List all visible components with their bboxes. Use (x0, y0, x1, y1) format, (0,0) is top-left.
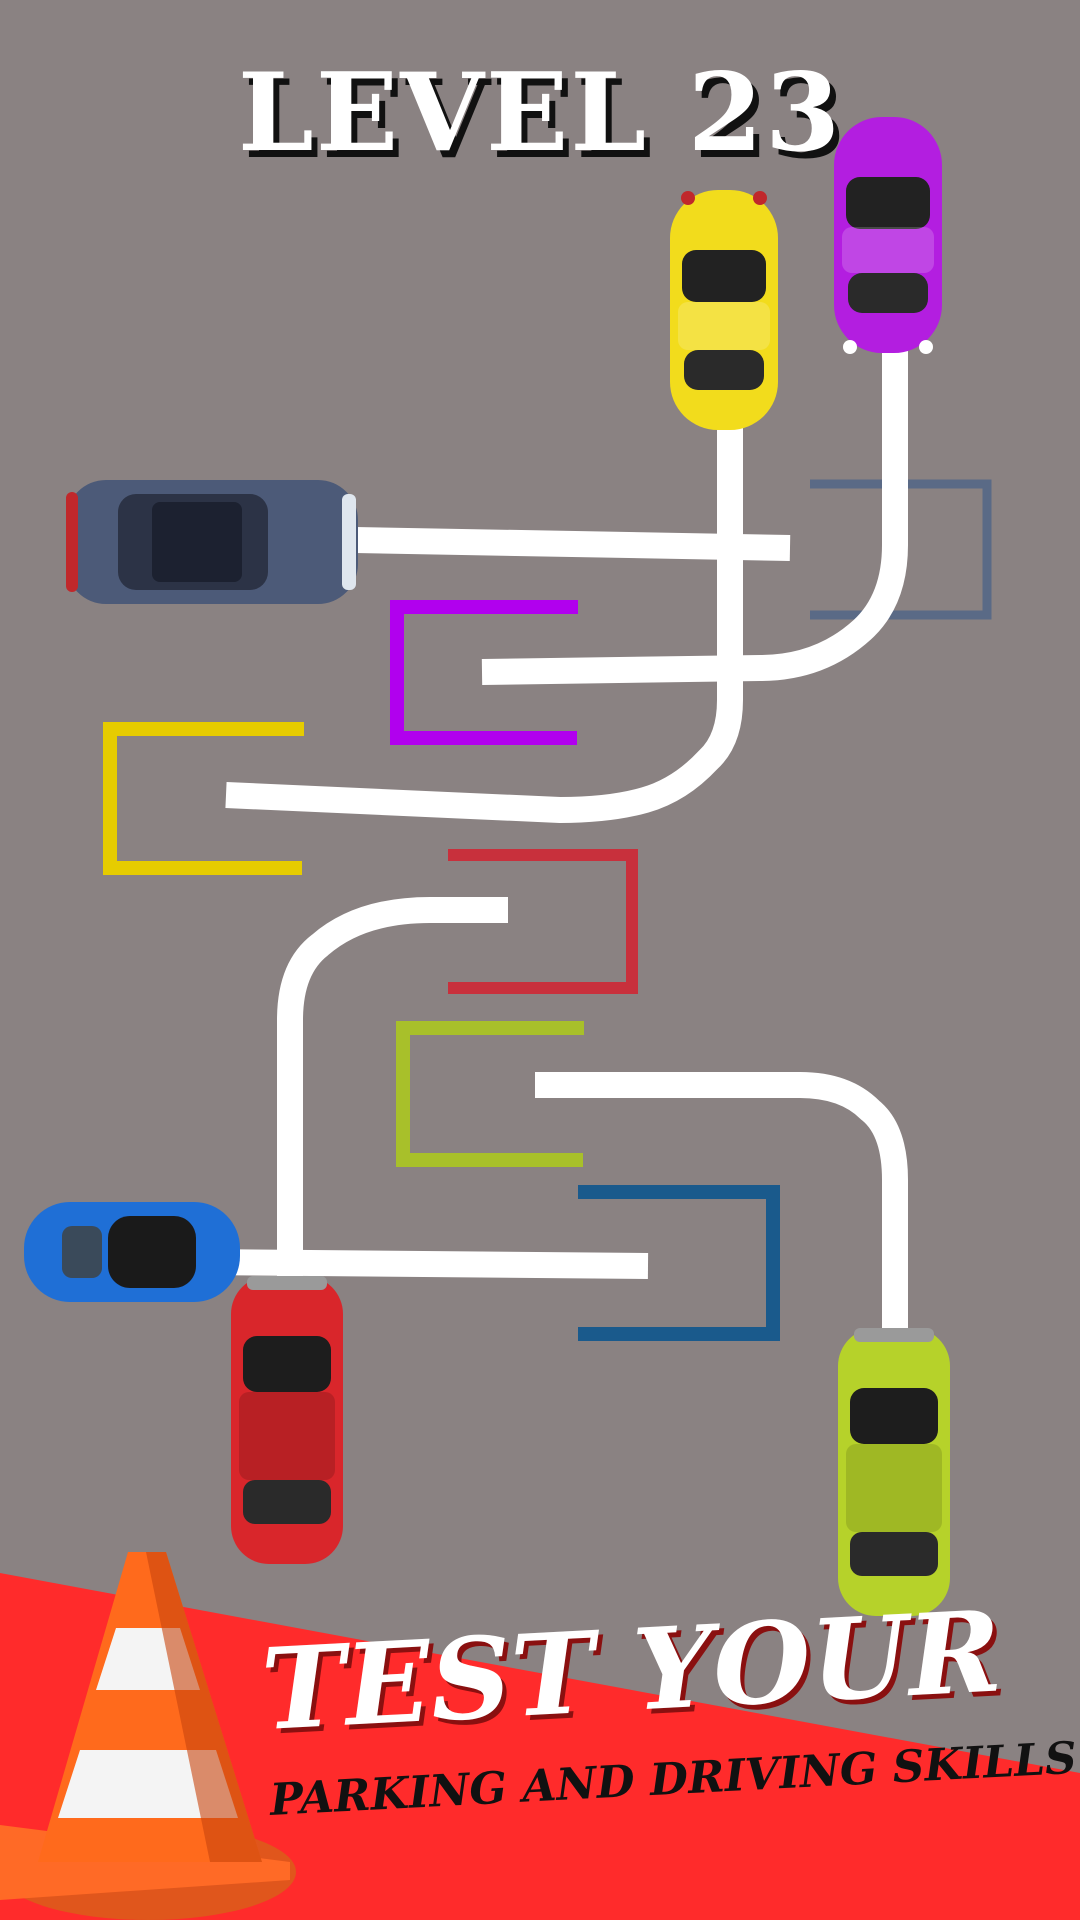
parking-spot-blue[interactable] (578, 1185, 780, 1341)
car-blue[interactable] (24, 1202, 240, 1302)
path-purple (481, 348, 908, 685)
parking-spots (103, 479, 992, 1341)
promo-banner (0, 1573, 1080, 1920)
traffic-cone-icon (0, 1552, 296, 1920)
driving-paths (199, 348, 908, 1350)
parking-spot-lime[interactable] (396, 1021, 584, 1167)
path-red (277, 897, 508, 1305)
car-yellow[interactable] (670, 190, 778, 430)
path-navy (354, 527, 791, 561)
level-title: LEVEL 23 (237, 50, 843, 176)
car-navy[interactable] (66, 480, 358, 604)
car-purple[interactable] (834, 117, 942, 354)
parking-spot-yellow[interactable] (103, 722, 304, 875)
parking-spot-red[interactable] (448, 849, 638, 994)
cars (24, 117, 950, 1616)
parking-spot-purple[interactable] (390, 600, 578, 745)
path-blue (199, 1249, 649, 1279)
path-yellow (225, 428, 743, 823)
car-red[interactable] (231, 1276, 343, 1564)
path-lime (535, 1072, 908, 1350)
car-lime[interactable] (838, 1328, 950, 1616)
